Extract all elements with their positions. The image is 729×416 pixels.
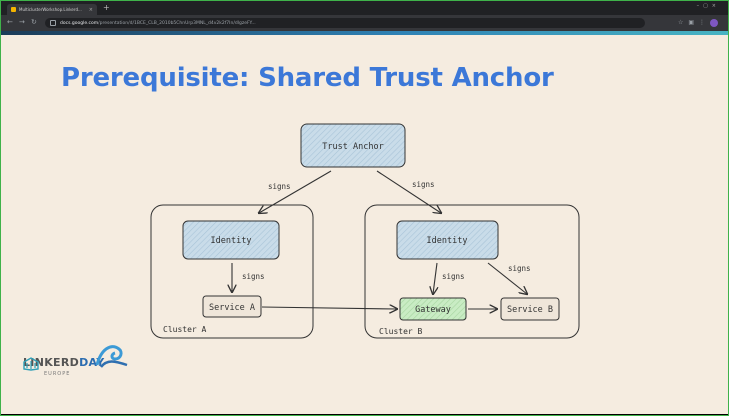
gateway-node bbox=[399, 297, 467, 321]
avatar[interactable] bbox=[710, 18, 718, 27]
edge-identity-b-to-service-b bbox=[487, 262, 527, 294]
gateway-label: Gateway bbox=[415, 305, 451, 315]
reload-icon[interactable]: ↻ bbox=[31, 18, 37, 26]
favicon-icon bbox=[11, 7, 16, 12]
cluster-a-box bbox=[150, 204, 314, 339]
cluster-b-box bbox=[364, 204, 580, 339]
slide-title: Prerequisite: Shared Trust Anchor bbox=[61, 63, 554, 93]
edge-service-a-to-gateway bbox=[261, 307, 397, 309]
new-tab-button[interactable]: + bbox=[103, 3, 110, 12]
back-icon[interactable]: ← bbox=[7, 18, 13, 26]
service-b-node bbox=[500, 297, 560, 321]
forward-icon[interactable]: → bbox=[19, 18, 25, 26]
url-host: docs.google.com bbox=[60, 20, 99, 26]
linkerd-mark-icon bbox=[23, 357, 39, 371]
address-bar: ← → ↻ docs.google.com /presentation/d/1B… bbox=[1, 15, 728, 31]
cluster-b-label: Cluster B bbox=[379, 327, 423, 336]
service-a-node bbox=[202, 295, 262, 318]
tab-bar: MulticlusterWorkshop.Linkerd... × + –▢× bbox=[1, 1, 728, 15]
edge-label-id-a-to-svc-a: signs bbox=[242, 272, 265, 281]
edge-label-ta-to-a: signs bbox=[268, 182, 291, 191]
trust-anchor-node bbox=[300, 123, 406, 168]
trust-anchor-label: Trust Anchor bbox=[322, 142, 383, 152]
page-accent-bar bbox=[1, 31, 728, 35]
lock-icon bbox=[50, 20, 56, 26]
trust-diagram: Cluster A Cluster B Trust Anchor Identit… bbox=[150, 123, 580, 339]
url-path: /presentation/d/1BCE_CLB_2010b5ChnUrp3MN… bbox=[98, 20, 256, 26]
tab-title: MulticlusterWorkshop.Linkerd... bbox=[19, 7, 82, 12]
browser-tab[interactable]: MulticlusterWorkshop.Linkerd... × bbox=[7, 4, 97, 15]
linkerd-day-logo: LINKERDDAY EUROPE bbox=[23, 345, 128, 377]
toolbar-icons: ☆ ▣ ⋮ bbox=[678, 18, 718, 27]
close-tab-icon[interactable]: × bbox=[88, 6, 93, 13]
identity-b-node bbox=[396, 220, 499, 260]
extensions-icon[interactable]: ▣ bbox=[688, 19, 694, 26]
logo-subtitle: EUROPE bbox=[44, 371, 71, 377]
identity-a-label: Identity bbox=[211, 236, 252, 246]
window-controls[interactable]: –▢× bbox=[696, 3, 720, 9]
edge-identity-b-to-gateway bbox=[433, 262, 437, 294]
url-input[interactable]: docs.google.com /presentation/d/1BCE_CLB… bbox=[45, 18, 645, 28]
logo-word-linkerd: LINKERD bbox=[23, 356, 80, 369]
identity-b-label: Identity bbox=[427, 236, 468, 246]
edge-label-id-b-to-gateway: signs bbox=[442, 272, 465, 281]
edge-ta-to-identity-b bbox=[376, 170, 441, 213]
cluster-a-label: Cluster A bbox=[163, 325, 207, 334]
edge-label-ta-to-b: signs bbox=[412, 180, 435, 189]
menu-icon[interactable]: ⋮ bbox=[699, 19, 705, 26]
edge-label-id-b-to-svc-b: signs bbox=[508, 264, 531, 273]
service-b-label: Service B bbox=[507, 305, 553, 315]
service-a-label: Service A bbox=[209, 303, 255, 313]
edge-ta-to-identity-a bbox=[259, 170, 332, 213]
identity-a-node bbox=[182, 220, 280, 260]
logo-wave-icon bbox=[95, 345, 128, 368]
star-icon[interactable]: ☆ bbox=[677, 19, 684, 26]
slide: Prerequisite: Shared Trust Anchor Cluste… bbox=[1, 35, 728, 414]
